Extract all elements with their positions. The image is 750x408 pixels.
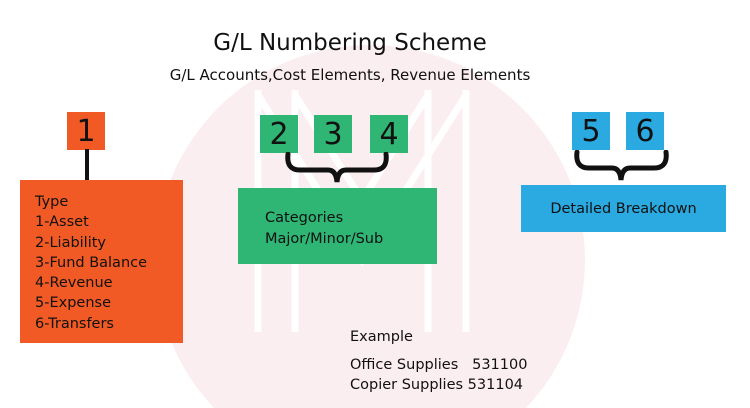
category-digit: 3: [314, 115, 352, 153]
category-line2: Major/Minor/Sub: [265, 231, 384, 247]
category-digit: 2: [260, 115, 298, 153]
detail-box: Detailed Breakdown: [521, 185, 726, 232]
example-row: Copier Supplies 531104: [350, 377, 524, 393]
example-heading: Example: [350, 329, 413, 345]
brace-icon: [285, 152, 389, 183]
category-box: Categories Major/Minor/Sub: [238, 188, 437, 264]
page-subtitle: G/L Accounts,Cost Elements, Revenue Elem…: [169, 66, 531, 84]
example-row: Office Supplies 531100: [350, 357, 528, 373]
page-title: G/L Numbering Scheme: [213, 30, 487, 56]
type-item: 4-Revenue: [35, 275, 113, 292]
category-digit: 4: [370, 115, 408, 153]
brace-icon: [574, 150, 669, 181]
category-line1: Categories: [265, 210, 344, 226]
type-item: 2-Liability: [35, 234, 107, 251]
type-heading: Type: [35, 194, 69, 210]
type-item: 3-Fund Balance: [35, 254, 148, 271]
type-item: 1-Asset: [35, 214, 89, 231]
detail-digit: 5: [572, 112, 610, 150]
detail-digit: 6: [626, 112, 664, 150]
detail-label: Detailed Breakdown: [550, 200, 697, 217]
type-digit: 1: [67, 112, 105, 150]
type-box: Type 1-Asset 2-Liability 3-Fund Balance …: [20, 180, 183, 343]
connector-line: [85, 149, 89, 181]
type-item: 6-Transfers: [35, 315, 114, 332]
type-item: 5-Expense: [35, 295, 111, 312]
